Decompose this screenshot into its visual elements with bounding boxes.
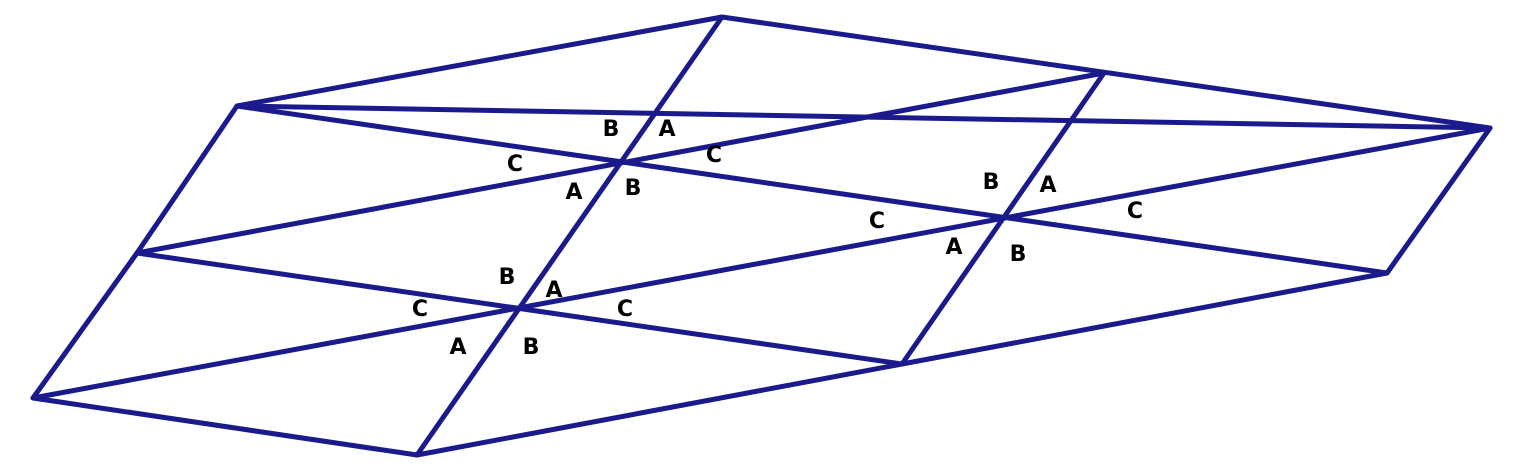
vertex-bottom-left-labels: B A C C A B [412, 265, 633, 360]
angle-label-a: A [545, 278, 562, 303]
grid-line-row-upper [234, 103, 1390, 276]
angle-label-a: A [565, 180, 582, 205]
angle-label-a: A [1039, 173, 1056, 198]
angle-label-c: C [507, 152, 523, 177]
angle-label-c: C [1127, 199, 1143, 224]
angle-label-b: B [603, 117, 620, 142]
grid-line-rise-middle [30, 125, 1493, 401]
angle-label-b: B [1010, 242, 1027, 267]
angle-label-c: C [412, 297, 428, 322]
angle-label-a: A [945, 235, 962, 260]
tessellation-lines [30, 14, 1493, 458]
angle-label-c: C [706, 143, 722, 168]
grid-line-steep-right [899, 70, 1107, 367]
vertex-right-labels: B A C C A B [869, 170, 1143, 267]
vertex-top-left-labels: B A C C A B [507, 117, 722, 205]
angle-label-a: A [658, 117, 675, 142]
angle-label-b: B [499, 265, 516, 290]
angle-label-c: C [617, 297, 633, 322]
angle-label-b: B [983, 170, 1000, 195]
outer-boundary [30, 14, 1493, 458]
grid-line-steep-left [414, 14, 725, 458]
angle-label-b: B [523, 335, 540, 360]
angle-label-c: C [869, 209, 885, 234]
angle-label-b: B [625, 176, 642, 201]
angle-label-a: A [449, 335, 466, 360]
